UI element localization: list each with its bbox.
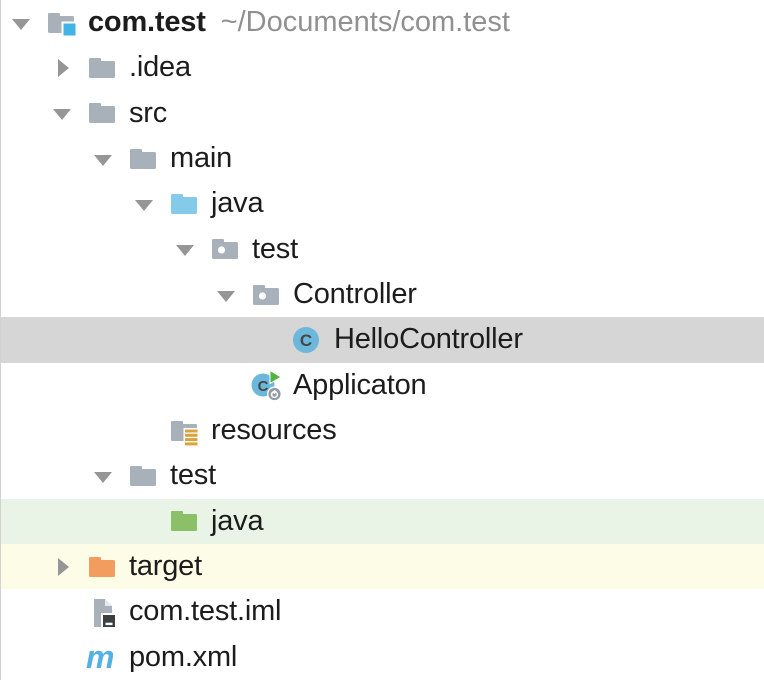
tree-row-java[interactable]: java bbox=[1, 498, 764, 544]
chevron-spacer bbox=[132, 419, 156, 443]
chevron-right-icon[interactable] bbox=[50, 555, 74, 579]
project-folder-icon bbox=[45, 7, 77, 39]
node-label: Applicaton bbox=[293, 368, 427, 401]
node-label: com.test.iml bbox=[129, 595, 282, 628]
class-icon: C bbox=[291, 324, 323, 356]
chevron-down-icon[interactable] bbox=[91, 147, 115, 171]
node-label: test bbox=[170, 459, 216, 492]
node-label: java bbox=[211, 504, 264, 537]
tree-row-target[interactable]: target bbox=[1, 543, 764, 590]
tree-row-test[interactable]: test bbox=[1, 453, 764, 498]
node-label: test bbox=[252, 232, 298, 265]
node-label: pom.xml bbox=[129, 640, 238, 673]
node-label: .idea bbox=[129, 51, 191, 84]
tree-row-applicaton[interactable]: C Applicaton bbox=[1, 363, 764, 408]
tree-row-main[interactable]: main bbox=[1, 136, 764, 181]
tree-row-resources[interactable]: resources bbox=[1, 408, 764, 453]
chevron-down-icon[interactable] bbox=[173, 237, 197, 261]
node-label: resources bbox=[211, 414, 337, 447]
package-icon bbox=[250, 279, 282, 311]
resources-folder-icon bbox=[168, 415, 200, 447]
tree-row-src[interactable]: src bbox=[1, 91, 764, 136]
package-icon bbox=[209, 233, 241, 265]
tree-row-com-test-iml[interactable]: com.test.iml bbox=[1, 589, 764, 634]
application-class-icon: C bbox=[250, 369, 282, 402]
svg-text:C: C bbox=[258, 378, 269, 395]
chevron-right-icon[interactable] bbox=[50, 56, 74, 80]
tree-row-controller[interactable]: Controller bbox=[1, 272, 764, 317]
chevron-down-icon[interactable] bbox=[214, 283, 238, 307]
node-label: Controller bbox=[293, 278, 417, 311]
node-label: main bbox=[170, 142, 233, 175]
chevron-spacer bbox=[255, 328, 279, 352]
folder-gray-icon bbox=[86, 52, 118, 84]
chevron-down-icon[interactable] bbox=[132, 192, 156, 216]
node-label: java bbox=[211, 187, 264, 220]
chevron-spacer bbox=[50, 645, 74, 669]
folder-gray-icon bbox=[127, 143, 159, 175]
folder-gray-icon bbox=[127, 460, 159, 492]
folder-blue-icon bbox=[168, 188, 200, 220]
module-file-icon bbox=[86, 596, 118, 628]
tree-row-com-test[interactable]: com.test ~/Documents/com.test bbox=[1, 0, 764, 45]
svg-text:C: C bbox=[300, 331, 312, 350]
chevron-down-icon[interactable] bbox=[9, 11, 33, 35]
node-label: src bbox=[129, 96, 168, 129]
tree-row-hellocontroller[interactable]: C HelloController bbox=[1, 317, 764, 363]
folder-orange-icon bbox=[86, 551, 118, 583]
node-label: target bbox=[129, 550, 202, 583]
chevron-down-icon[interactable] bbox=[91, 464, 115, 488]
node-label: com.test bbox=[88, 6, 206, 39]
chevron-spacer bbox=[50, 600, 74, 624]
maven-file-icon: m bbox=[86, 641, 118, 673]
chevron-down-icon[interactable] bbox=[50, 101, 74, 125]
project-path-hint: ~/Documents/com.test bbox=[220, 6, 510, 39]
chevron-spacer bbox=[214, 373, 238, 397]
tree-row-pom-xml[interactable]: m pom.xml bbox=[1, 635, 764, 680]
node-label: HelloController bbox=[334, 323, 523, 356]
folder-green-icon bbox=[168, 505, 200, 537]
svg-text:m: m bbox=[86, 641, 114, 673]
tree-row-java[interactable]: java bbox=[1, 181, 764, 226]
folder-gray-icon bbox=[86, 97, 118, 129]
chevron-spacer bbox=[132, 509, 156, 533]
tree-row-test[interactable]: test bbox=[1, 227, 764, 272]
tree-row--idea[interactable]: .idea bbox=[1, 45, 764, 90]
